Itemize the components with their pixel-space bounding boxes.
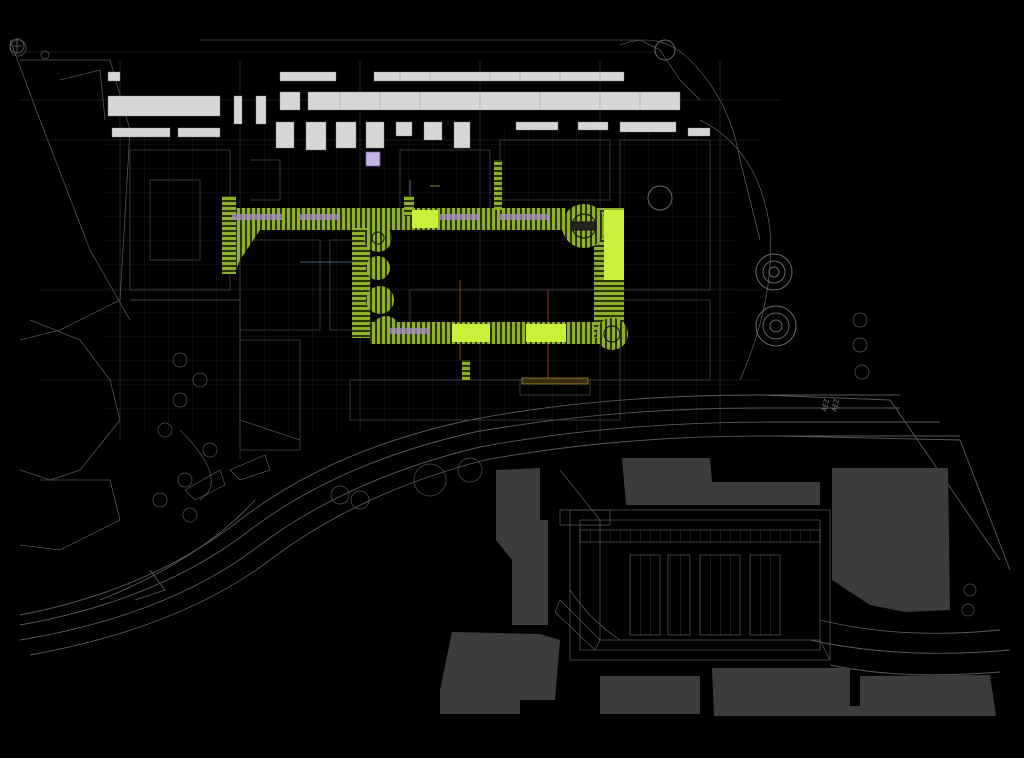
building-blocks-dark [440, 458, 996, 716]
parking-lot [559, 469, 831, 661]
building-blocks-light [107, 71, 711, 151]
building-block-subdivisions [339, 72, 641, 110]
corridor-purple-strips [232, 214, 550, 334]
stair-circles [371, 213, 621, 343]
access-road [19, 394, 1011, 676]
road-label-2: AEZ [830, 398, 841, 412]
stair-detail [184, 454, 601, 651]
road-label-1: AEZ [820, 398, 831, 412]
highlight-solid [412, 210, 624, 342]
roundabout-icon [647, 39, 797, 347]
tree-symbol-icon [152, 312, 977, 617]
entrance-canopy [521, 377, 589, 385]
purple-marker [365, 151, 381, 167]
north-arrow-icon [9, 38, 25, 54]
